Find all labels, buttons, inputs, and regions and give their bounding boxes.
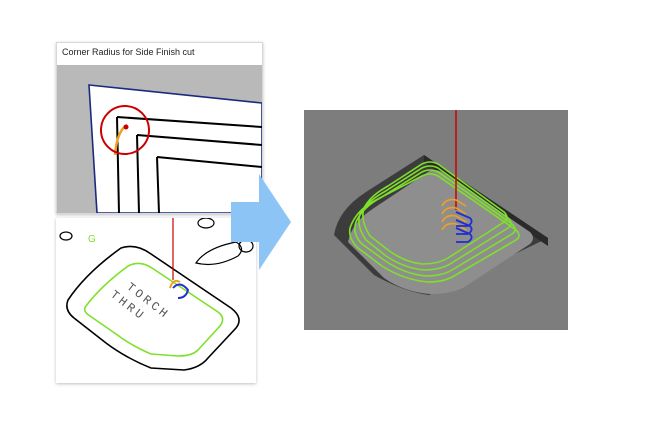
pocket-floor: [348, 170, 533, 294]
right-arrow-icon: [231, 174, 291, 270]
orange-arc: [169, 279, 181, 289]
orange-tool-arcs: [441, 198, 467, 231]
svg-text:G: G: [88, 234, 96, 245]
3d-view-drawing: [304, 110, 568, 330]
corner-radius-panel: Corner Radius for Side Finish cut: [56, 42, 263, 214]
3d-view-panel: [304, 110, 568, 330]
torch-part-panel: G TORCH THRU: [56, 218, 256, 383]
plate-outline: [88, 84, 262, 213]
plate-outline: [66, 245, 240, 371]
green-toolpath: [83, 262, 224, 357]
torch-part-drawing: G TORCH THRU: [59, 218, 254, 371]
green-toolpath: [348, 161, 520, 283]
blue-tool-arc: [172, 283, 190, 299]
corner-radius-drawing: [57, 65, 262, 213]
panel-caption: Corner Radius for Side Finish cut: [62, 47, 195, 57]
corner-highlight-circle-icon: [100, 105, 150, 155]
blue-tool-arcs: [455, 211, 473, 243]
